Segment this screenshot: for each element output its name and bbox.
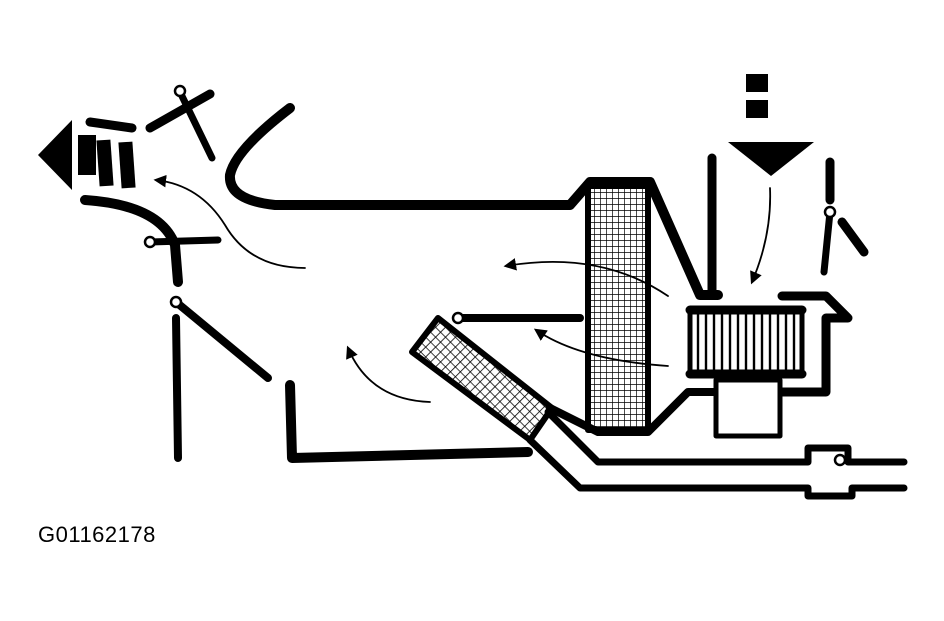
floor-door [169,295,272,462]
bottom-duct-wall [285,380,533,463]
heater-core [409,311,555,443]
upper-duct-wall [224,103,723,300]
blower-motor [713,377,783,439]
recirc-door [820,157,869,276]
evaporator-core [585,183,651,433]
blower-housing [777,291,853,397]
blower-wheel [685,305,807,379]
pipe-lower [526,436,908,500]
lower-case-wall [546,388,722,436]
inlet-airflow-arrow [728,74,814,176]
vent-door [143,235,222,249]
figure-id-label: G01162178 [38,522,156,547]
pipe-valve [833,453,847,467]
airflow-arrows [153,174,772,403]
defrost-door [85,84,216,162]
outlet-airflow-arrow [38,120,136,190]
pipe-upper [544,408,908,466]
